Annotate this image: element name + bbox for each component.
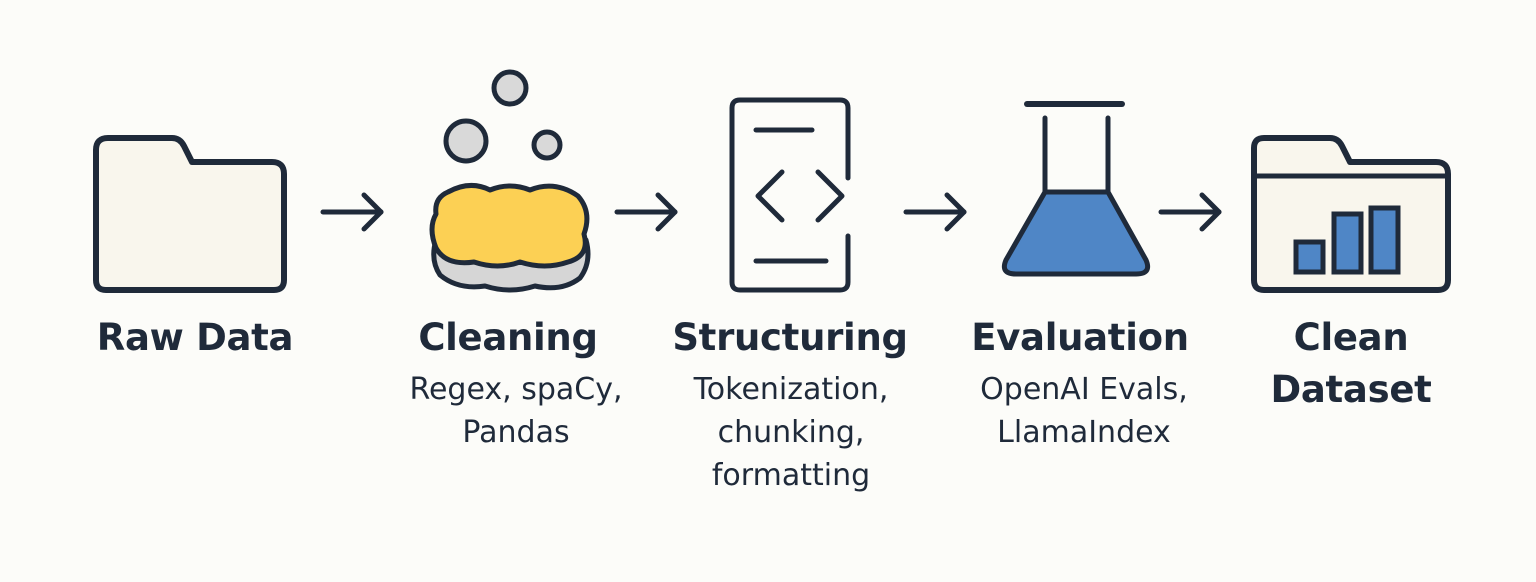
step-title-line: Evaluation: [971, 316, 1189, 359]
arrow-right-icon: [1158, 192, 1222, 232]
sponge-icon: [429, 69, 591, 293]
step-title-cleaning: Cleaning: [358, 312, 658, 364]
step-subtitle-line: chunking,: [717, 415, 865, 450]
flask-icon: [1001, 101, 1151, 277]
arrow-right-icon: [614, 192, 678, 232]
step-subtitle-cleaning: Regex, spaCy, Pandas: [366, 368, 666, 454]
step-title-clean-dataset: Clean Dataset: [1201, 312, 1501, 416]
step-subtitle-structuring: Tokenization, chunking, formatting: [641, 368, 941, 497]
step-title-line: Cleaning: [418, 316, 598, 359]
step-title-structuring: Structuring: [640, 312, 940, 364]
step-subtitle-line: Pandas: [462, 415, 570, 450]
arrow-right-icon: [903, 192, 967, 232]
step-title-raw-data: Raw Data: [45, 312, 345, 364]
step-subtitle-line: Regex, spaCy,: [409, 372, 623, 407]
step-title-line: Clean: [1293, 316, 1409, 359]
step-title-line: Raw Data: [96, 316, 294, 359]
arrow-right-icon: [320, 192, 384, 232]
folder-icon: [93, 135, 287, 293]
step-subtitle-line: OpenAI Evals,: [980, 372, 1188, 407]
step-subtitle-line: Tokenization,: [693, 372, 889, 407]
folder-chart-icon: [1251, 135, 1451, 293]
step-subtitle-line: formatting: [711, 458, 871, 493]
step-title-evaluation: Evaluation: [930, 312, 1230, 364]
step-subtitle-evaluation: OpenAI Evals, LlamaIndex: [934, 368, 1234, 454]
step-subtitle-line: LlamaIndex: [997, 415, 1171, 450]
step-title-line: Structuring: [672, 316, 908, 359]
step-title-line: Dataset: [1270, 368, 1432, 411]
code-document-icon: [729, 97, 851, 293]
